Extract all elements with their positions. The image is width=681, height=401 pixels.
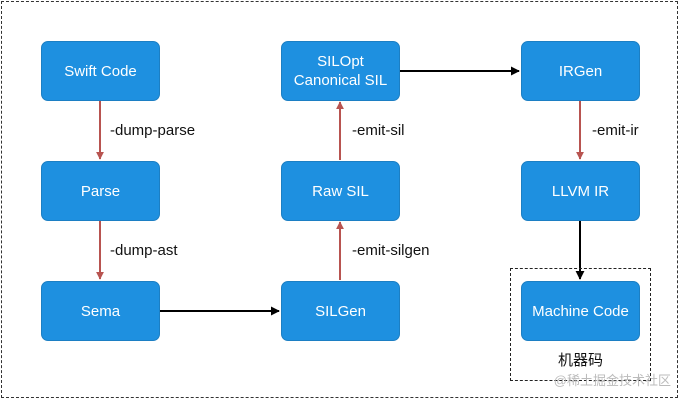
label-dump-parse: -dump-parse xyxy=(110,122,196,139)
machine-code-group xyxy=(510,268,651,381)
node-sema: Sema xyxy=(41,281,160,341)
node-silopt: SILOpt Canonical SIL xyxy=(281,41,400,101)
node-raw-sil: Raw SIL xyxy=(281,161,400,221)
watermark: @稀土掘金技术社区 xyxy=(553,373,671,388)
node-parse: Parse xyxy=(41,161,160,221)
label-dump-ast: -dump-ast xyxy=(110,242,178,259)
node-swift-code: Swift Code xyxy=(41,41,160,101)
label-emit-ir: -emit-ir xyxy=(592,122,639,139)
label-emit-silgen: -emit-silgen xyxy=(352,242,430,259)
node-irgen: IRGen xyxy=(521,41,640,101)
machine-code-group-label: 机器码 xyxy=(557,352,603,369)
node-silgen: SILGen xyxy=(281,281,400,341)
node-machine-code: Machine Code xyxy=(521,281,640,341)
node-llvm-ir: LLVM IR xyxy=(521,161,640,221)
label-emit-sil: -emit-sil xyxy=(352,122,405,139)
